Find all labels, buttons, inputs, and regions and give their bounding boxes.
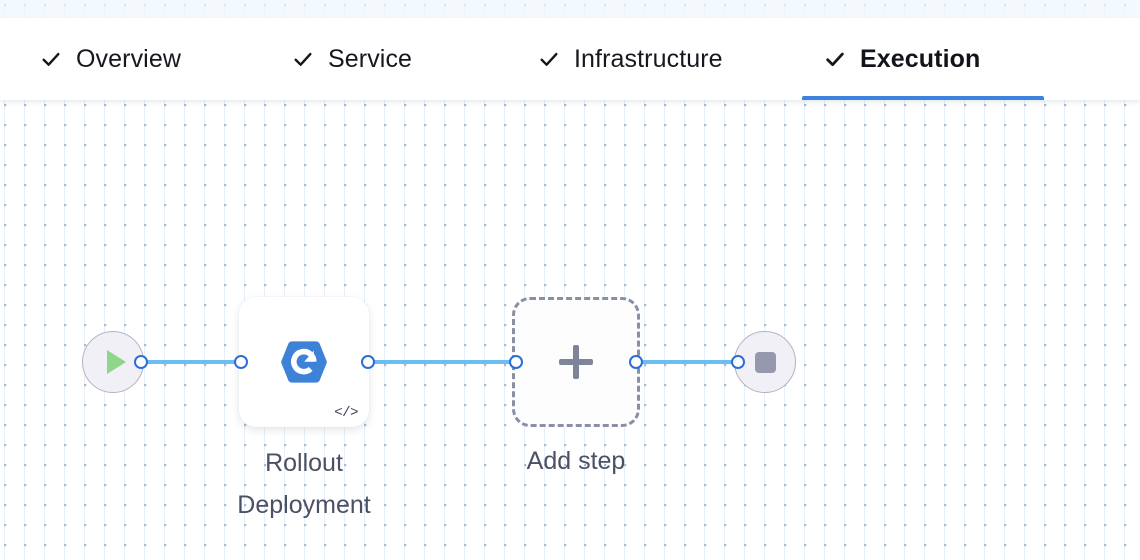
- add-step-node[interactable]: [512, 297, 640, 427]
- add-step-label: Add step: [526, 447, 626, 475]
- step-node-rollout-deployment[interactable]: </>: [239, 297, 369, 427]
- tab-list: Overview Service Infrastructur: [0, 18, 1044, 100]
- check-icon: [824, 48, 846, 70]
- tab-service-label: Service: [328, 45, 413, 73]
- check-icon: [538, 48, 560, 70]
- canvas-top-strip: [0, 0, 1140, 18]
- port-start-output[interactable]: [134, 355, 148, 369]
- plus-icon: [559, 345, 593, 379]
- tab-service[interactable]: Service: [270, 18, 520, 100]
- code-badge[interactable]: </>: [334, 405, 358, 421]
- tab-overview[interactable]: Overview: [0, 18, 270, 100]
- port-rollout-output[interactable]: [361, 355, 375, 369]
- execution-flow-graph: </> Rollout Deployment Add step: [0, 100, 1140, 560]
- port-end-input[interactable]: [731, 355, 745, 369]
- port-rollout-input[interactable]: [234, 355, 248, 369]
- connector-addstep-to-end[interactable]: [633, 360, 741, 364]
- tab-execution-label: Execution: [860, 45, 981, 73]
- tab-infrastructure[interactable]: Infrastructure: [520, 18, 802, 100]
- rollout-deployment-icon: [279, 337, 329, 387]
- connector-rollout-to-addstep[interactable]: [365, 360, 520, 364]
- check-icon: [40, 48, 62, 70]
- tab-infrastructure-label: Infrastructure: [574, 45, 723, 73]
- stop-icon: [754, 351, 776, 373]
- tab-active-underline: [802, 96, 1044, 100]
- flow-start-node[interactable]: [82, 331, 144, 393]
- pipeline-stage-tabbar: Overview Service Infrastructur: [0, 18, 1140, 100]
- connector-start-to-rollout[interactable]: [138, 360, 244, 364]
- port-addstep-input[interactable]: [509, 355, 523, 369]
- step-node-rollout-deployment-label: Rollout Deployment: [237, 449, 371, 519]
- port-addstep-output[interactable]: [629, 355, 643, 369]
- tab-overview-label: Overview: [76, 45, 181, 73]
- play-icon: [106, 350, 126, 374]
- check-icon: [292, 48, 314, 70]
- tab-execution[interactable]: Execution: [802, 18, 1044, 100]
